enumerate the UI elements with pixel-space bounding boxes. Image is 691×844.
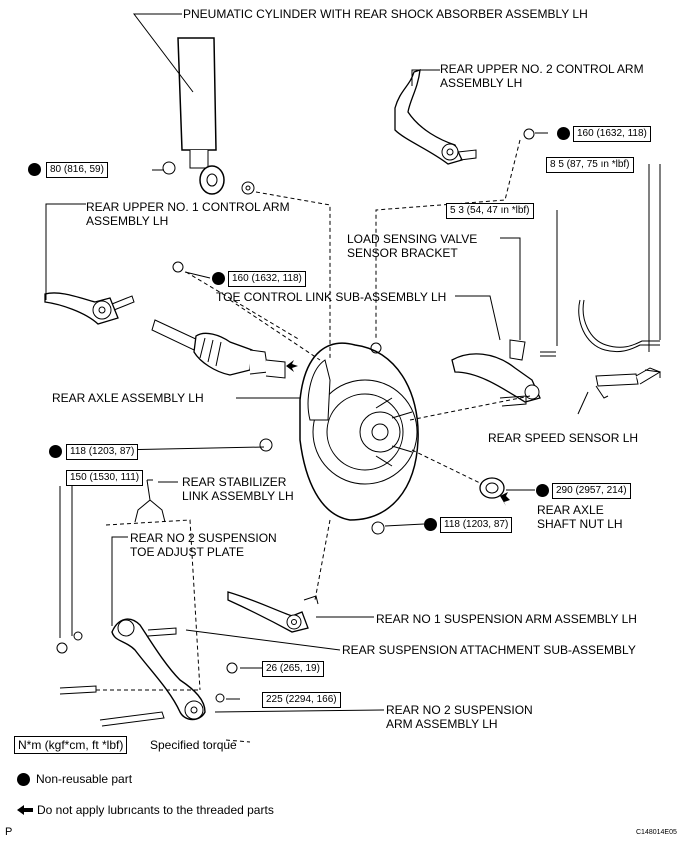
torque-speed-sensor-wire: 8 5 (87, 75 ın *lbf)	[546, 157, 634, 173]
legend-no-lubricant: Do not apply lubrıcants to the threaded …	[37, 803, 274, 817]
no1-suspension-arm-drawing	[227, 591, 319, 633]
shock-absorber-drawing	[162, 37, 255, 195]
label-rear-axle: REAR AXLE ASSEMBLY LH	[52, 391, 204, 405]
label-no1-suspension-arm: REAR NO 1 SUSPENSION ARM ASSEMBLY LH	[376, 612, 637, 626]
figure-code: C148014E05	[636, 829, 677, 836]
non-reusable-dot-knuckle-upper	[49, 445, 62, 458]
label-load-sensing-line2: SENSOR BRACKET	[347, 246, 458, 260]
upper-no2-arm-drawing	[394, 69, 535, 165]
dashed-alignment-lines	[96, 139, 531, 743]
label-axle-shaft-nut-line2: SHAFT NUT LH	[537, 517, 623, 531]
upper-no1-arm-drawing	[44, 261, 184, 325]
torque-knuckle-lower: 118 (1203, 87)	[440, 517, 513, 533]
footer-left: P	[5, 826, 13, 838]
axle-nut-drawing	[479, 477, 505, 499]
label-stabilizer-link-line2: LINK ASSEMBLY LH	[182, 489, 294, 503]
legend-non-reusable-dot	[17, 773, 30, 786]
label-toe-adjust-plate-line1: REAR NO 2 SUSPENSION	[130, 531, 277, 545]
no-lubricant-arrows	[286, 360, 510, 506]
torque-no2-arm: 225 (2294, 166)	[262, 692, 341, 708]
label-upper-no1-arm-line2: ASSEMBLY LH	[86, 214, 169, 228]
label-attachment-sub: REAR SUSPENSION ATTACHMENT SUB-ASSEMBLY	[342, 643, 636, 657]
label-no2-suspension-arm-line1: REAR NO 2 SUSPENSION	[386, 703, 533, 717]
legend-non-reusable: Non-reusable part	[36, 772, 133, 786]
label-upper-no2-arm-line1: REAR UPPER NO. 2 CONTROL ARM	[440, 62, 644, 76]
non-reusable-dot-upper-no1	[212, 272, 225, 285]
drive-shaft-drawing	[151, 319, 286, 379]
non-reusable-dot-knuckle-lower	[424, 518, 437, 531]
legend-torque-unit: N*m (kgf*cm, ft *lbf)	[14, 736, 128, 754]
no2-suspension-arm-drawing	[56, 618, 238, 727]
label-rear-speed-sensor: REAR SPEED SENSOR LH	[488, 431, 639, 445]
toe-control-link-drawing	[451, 339, 556, 407]
label-axle-shaft-nut-line1: REAR AXLE	[537, 503, 604, 517]
knuckle-drawing	[259, 342, 419, 535]
torque-bracket-bolt: 5 3 (54, 47 ın *lbf)	[446, 203, 534, 219]
label-pneumatic-cylinder: PNEUMATIC CYLINDER WITH REAR SHOCK ABSOR…	[183, 7, 588, 21]
label-toe-adjust-plate-line2: TOE ADJUST PLATE	[130, 545, 245, 559]
label-toe-control-link: TOE CONTROL LINK SUB-ASSEMBLY LH	[216, 290, 447, 304]
label-upper-no2-arm-line2: ASSEMBLY LH	[440, 76, 523, 90]
label-stabilizer-link-line1: REAR STABILIZER	[182, 475, 287, 489]
speed-sensor-drawing	[578, 299, 662, 399]
stabilizer-link-drawing	[134, 479, 166, 523]
leader-lines	[45, 13, 661, 713]
label-no2-suspension-arm-line2: ARM ASSEMBLY LH	[386, 717, 498, 731]
legend-specified-torque: Specified torque	[150, 738, 237, 752]
label-load-sensing-line1: LOAD SENSING VALVE	[347, 232, 478, 246]
torque-shock-nut: 80 (816, 59)	[46, 162, 108, 178]
torque-knuckle-upper: 118 (1203, 87)	[66, 444, 139, 460]
non-reusable-dot-upper-no2	[557, 127, 570, 140]
torque-upper-no1: 160 (1632, 118)	[228, 271, 306, 287]
torque-attachment: 26 (265, 19)	[262, 661, 324, 677]
label-upper-no1-arm-line1: REAR UPPER NO. 1 CONTROL ARM	[86, 200, 290, 214]
non-reusable-dot-shock-nut	[28, 163, 41, 176]
legend-arrow-icon	[17, 805, 33, 815]
torque-stabilizer: 150 (1530, 111)	[66, 470, 144, 486]
torque-axle-nut: 290 (2957, 214)	[552, 483, 631, 499]
torque-upper-no2: 160 (1632, 118)	[573, 126, 651, 142]
non-reusable-dot-axle-nut	[536, 484, 549, 497]
